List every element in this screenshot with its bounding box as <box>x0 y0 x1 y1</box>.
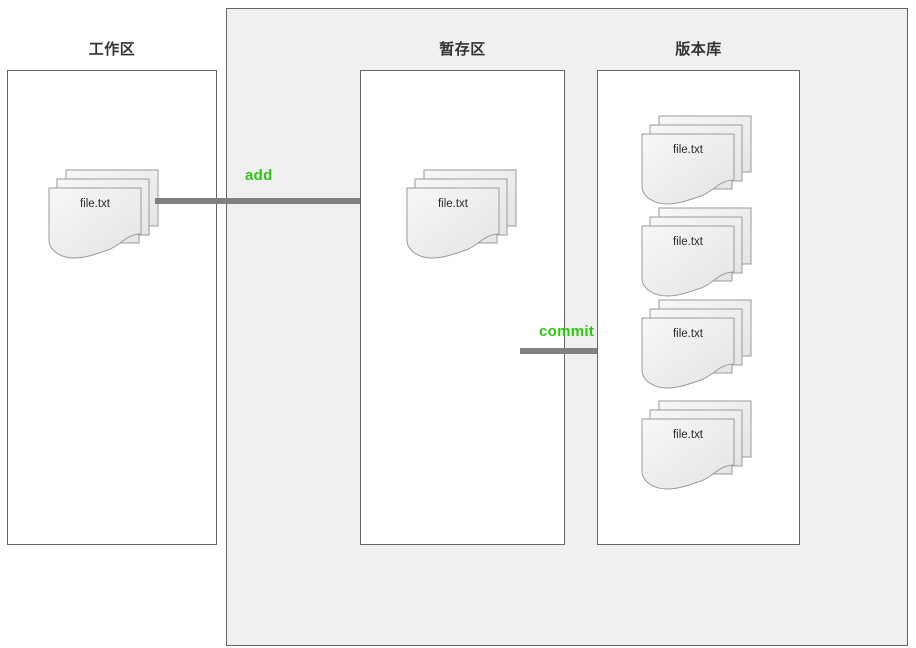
area-title-repository: 版本库 <box>675 41 722 58</box>
arrow-label-commit: commit <box>539 323 595 340</box>
area-box-staging <box>360 70 565 545</box>
arrow-label-add: add <box>245 167 273 184</box>
file-stack-working-1[interactable]: file.txt <box>48 168 160 260</box>
file-stack-repository-1[interactable]: file.txt <box>641 114 753 206</box>
area-title-working: 工作区 <box>88 41 136 58</box>
file-stack-repository-4[interactable]: file.txt <box>641 399 753 491</box>
area-box-working <box>7 70 217 545</box>
file-stack-repository-2[interactable]: file.txt <box>641 206 753 298</box>
file-stack-staging-1[interactable]: file.txt <box>406 168 518 260</box>
file-stack-repository-3[interactable]: file.txt <box>641 298 753 390</box>
area-title-staging: 暂存区 <box>439 41 486 58</box>
